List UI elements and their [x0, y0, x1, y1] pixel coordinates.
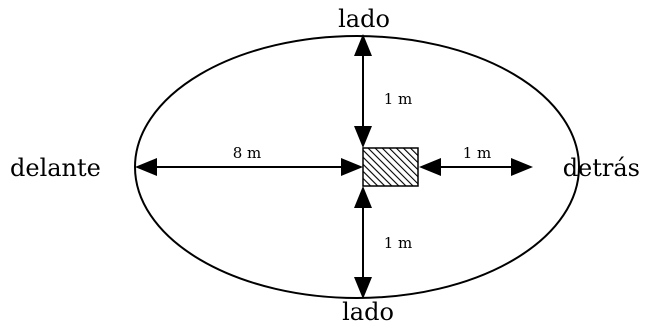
label-top-side: lado	[338, 5, 390, 33]
top-side-distance-arrow	[354, 34, 372, 148]
top-side-distance-label: 1 m	[384, 90, 413, 108]
label-back: detrás	[563, 154, 640, 182]
bottom-side-distance-arrow	[354, 186, 372, 299]
back-distance-arrow	[419, 158, 533, 176]
front-distance-label: 8 m	[233, 144, 262, 162]
back-distance-label: 1 m	[463, 144, 492, 162]
front-distance-arrow	[135, 158, 363, 176]
central-object	[362, 147, 419, 187]
bottom-side-distance-label: 1 m	[384, 234, 413, 252]
label-front: delante	[10, 154, 101, 182]
label-bottom-side: lado	[342, 298, 394, 325]
